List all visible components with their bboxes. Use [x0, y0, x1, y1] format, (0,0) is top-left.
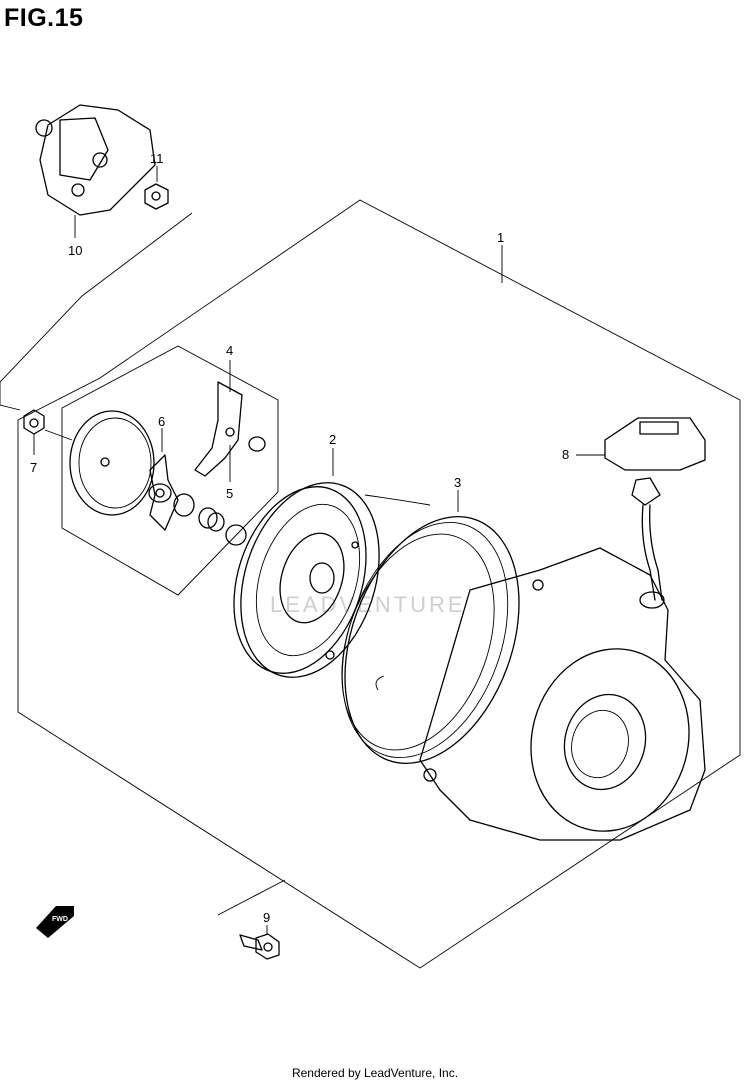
bolt-part-9[interactable] [217, 879, 286, 960]
callout-5: 5 [226, 486, 233, 501]
callout-7: 7 [30, 460, 37, 475]
friction-plate[interactable] [44, 410, 155, 516]
footer-credit: Rendered by LeadVenture, Inc. [291, 1066, 459, 1080]
ratchet-part-6[interactable] [148, 428, 179, 531]
reel-part-2[interactable] [211, 448, 431, 695]
figure-title: FIG.15 [4, 4, 84, 32]
assembly-outline-1 [17, 199, 741, 969]
callout-9: 9 [263, 910, 270, 925]
subassembly-outline [61, 345, 279, 596]
nut-part-11[interactable] [144, 183, 169, 210]
watermark-text: LEADVENTURE [270, 592, 466, 617]
callout-2: 2 [329, 432, 336, 447]
callout-10: 10 [68, 243, 82, 258]
callout-11: 11 [150, 151, 164, 166]
guide-plate-part-4[interactable] [194, 381, 266, 482]
callout-8: 8 [562, 447, 569, 462]
starter-pulley-part-10[interactable] [35, 104, 156, 216]
starter-handle-part-8[interactable] [576, 417, 706, 609]
leader-line-10 [0, 212, 193, 411]
starter-case-part-1[interactable] [419, 547, 709, 849]
callout-6: 6 [158, 414, 165, 429]
fwd-direction-badge: FWD [36, 906, 74, 938]
callout-4: 4 [226, 343, 233, 358]
spiral-spring-part-3[interactable] [312, 490, 551, 788]
callout-3: 3 [454, 475, 461, 490]
fwd-label: FWD [52, 916, 68, 923]
callout-1: 1 [497, 230, 504, 245]
spring-part-5[interactable] [173, 493, 247, 546]
nut-part-7[interactable] [23, 409, 45, 455]
